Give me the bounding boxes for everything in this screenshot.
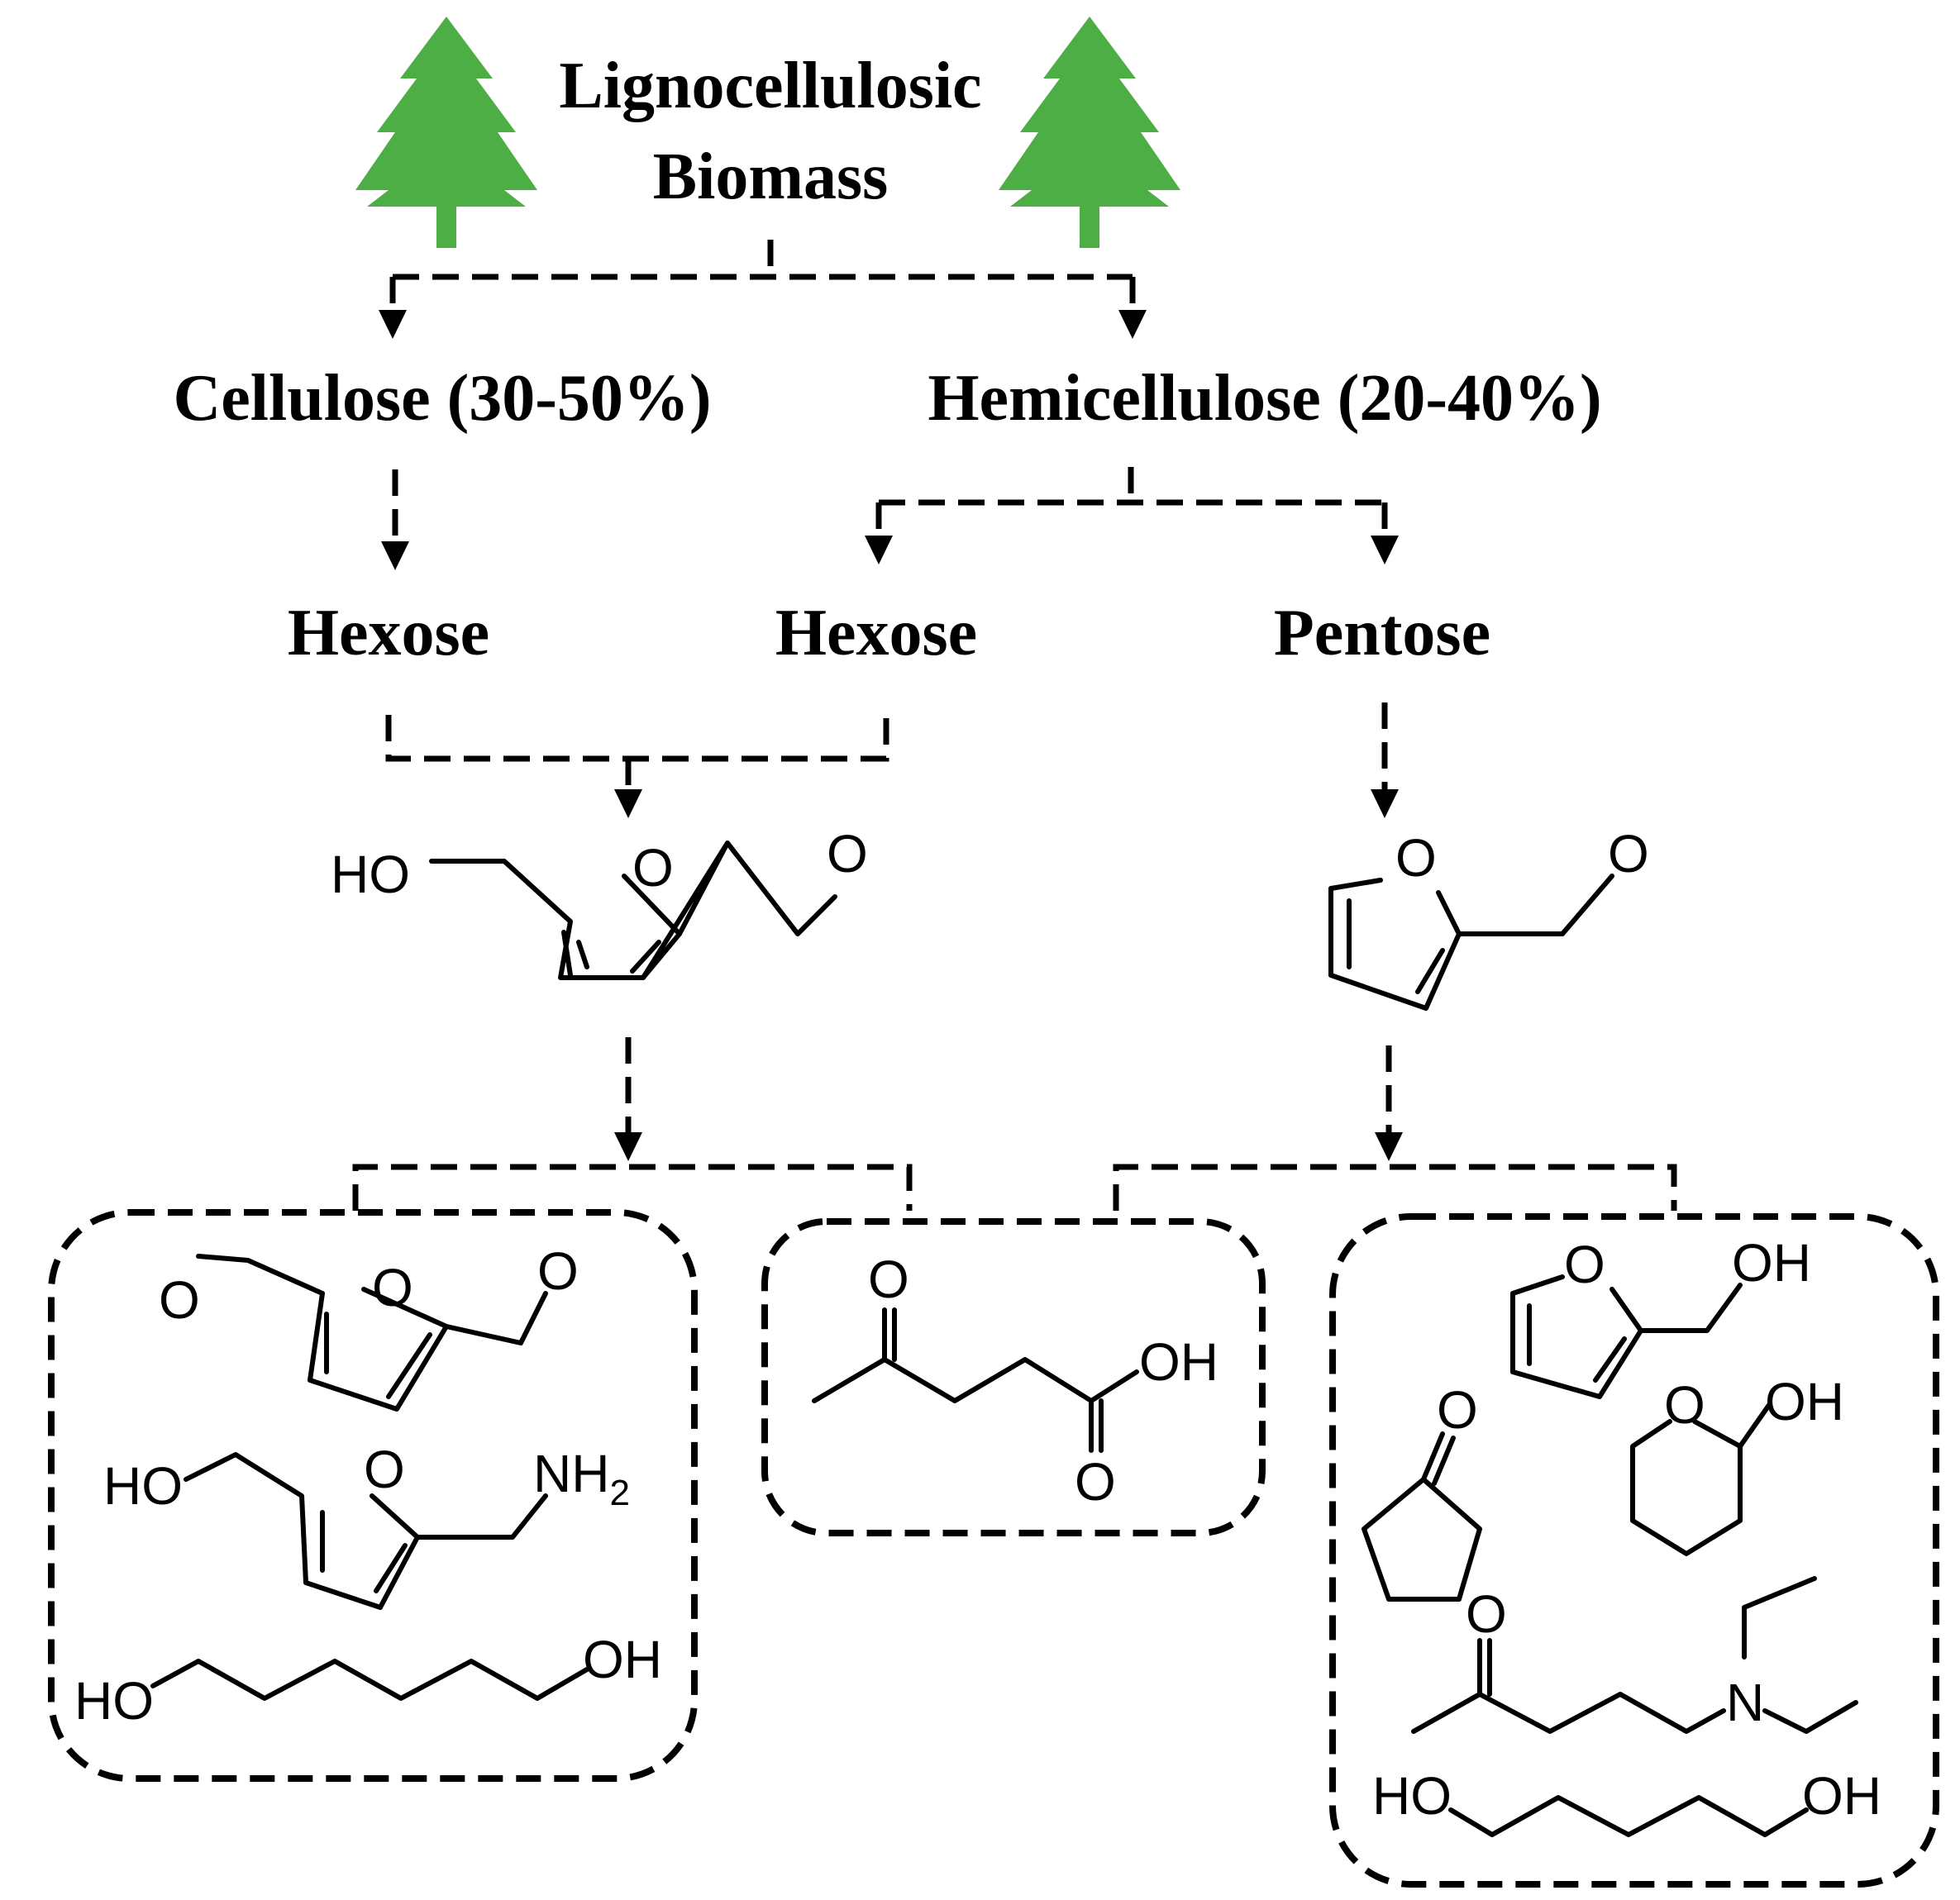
la-acid-oxygen: O	[1075, 1452, 1116, 1512]
cp-oxygen: O	[1437, 1380, 1478, 1440]
thp-ring-oxygen: O	[1664, 1375, 1705, 1435]
levulinic-acid-molecule: O OH O	[812, 1250, 1218, 1512]
cyclopentanone-molecule: O	[1362, 1380, 1482, 1602]
dff-molecule: O O O	[159, 1241, 579, 1412]
hemicellulose-label: Hemicellulose (20-40%)	[928, 362, 1601, 435]
fa-ring-oxygen: O	[1564, 1235, 1605, 1294]
dff-ring-oxygen: O	[372, 1258, 413, 1317]
hmf-ho-label: HO	[331, 845, 410, 904]
furfuryl-alcohol-molecule: O OH	[1510, 1233, 1811, 1399]
fa-oh-label: OH	[1732, 1233, 1811, 1293]
hmf-aldehyde-oxygen: O	[827, 824, 868, 883]
dff-right-oxygen: O	[537, 1241, 579, 1301]
flow-lines	[352, 240, 1677, 1211]
hexanediol-oh-label: OH	[583, 1630, 662, 1689]
furfural-ring-oxygen: O	[1395, 828, 1437, 888]
thp-oh-label: OH	[1765, 1372, 1844, 1431]
la-oh-label: OH	[1139, 1332, 1218, 1392]
hexose-label-left: Hexose	[288, 597, 489, 669]
hexose-products-box	[48, 1209, 698, 1782]
tree-icon-left	[355, 17, 537, 248]
furfural-aldehyde-oxygen: O	[1608, 824, 1649, 883]
hexose-label-right: Hexose	[775, 597, 977, 669]
pentanediol-ho-label: HO	[1372, 1766, 1452, 1826]
furfural-molecule: O O	[1328, 824, 1649, 1011]
amine-ketone-oxygen: O	[1466, 1584, 1507, 1644]
amf-ho-label: HO	[103, 1456, 183, 1516]
tetrahydropyranol-molecule: O OH	[1630, 1372, 1844, 1556]
pentose-products-box	[1329, 1213, 1939, 1888]
cellulose-label: Cellulose (30-50%)	[173, 362, 711, 435]
hexanediol-molecule: HO OH	[74, 1630, 662, 1731]
dff-left-oxygen: O	[159, 1270, 200, 1330]
hmf-ring-oxygen: O	[632, 838, 674, 898]
biomass-label-line1: Lignocellulosic	[559, 50, 981, 122]
amine-nitrogen: N	[1726, 1673, 1764, 1732]
biomass-label-line2: Biomass	[653, 140, 889, 213]
arrow-heads	[379, 310, 1403, 1161]
amf-nh-label: NH2	[533, 1444, 630, 1513]
amino-ketone-molecule: O N	[1411, 1576, 1858, 1734]
pentanediol-oh-label: OH	[1802, 1766, 1881, 1826]
pentanediol-molecule: HO OH	[1372, 1766, 1881, 1837]
hexanediol-ho-label: HO	[74, 1671, 154, 1731]
aminomethylfurfuryl-alcohol-molecule: HO O NH2	[103, 1440, 630, 1610]
amf-ring-oxygen: O	[364, 1440, 405, 1499]
hmf-molecule: HO O O	[331, 824, 868, 980]
tree-icon-right	[999, 17, 1180, 248]
pentose-label: Pentose	[1274, 597, 1490, 669]
la-ketone-oxygen: O	[868, 1250, 909, 1309]
